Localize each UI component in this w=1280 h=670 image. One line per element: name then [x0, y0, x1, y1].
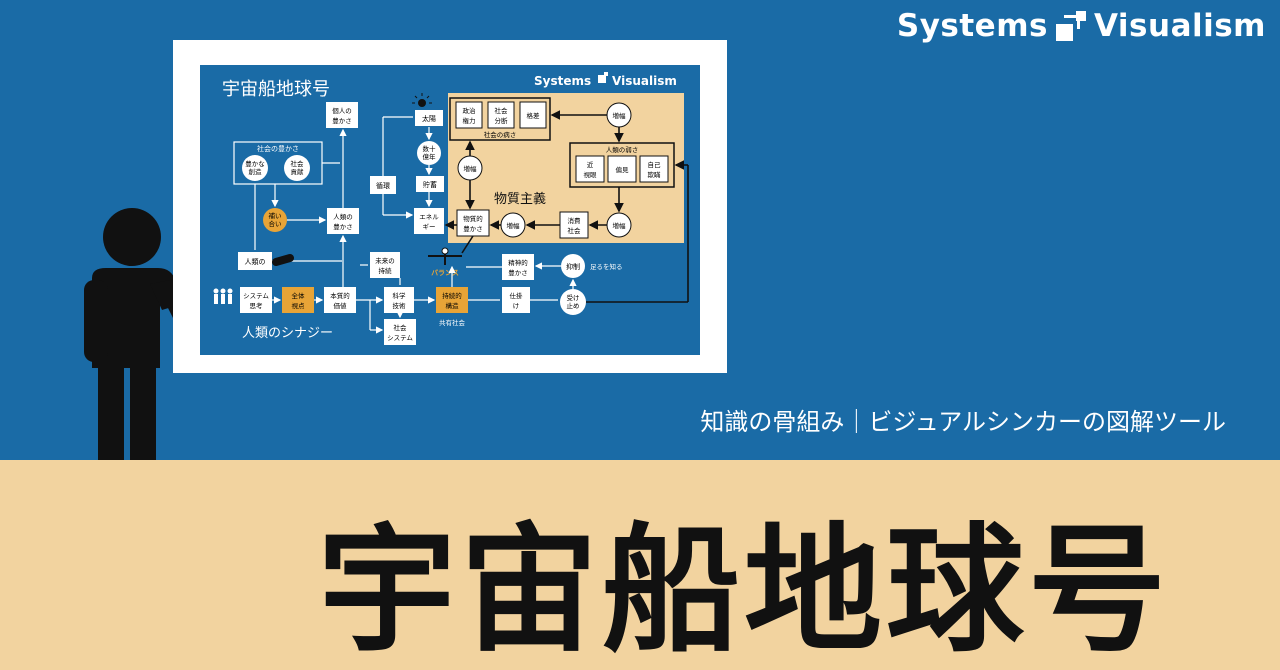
diagram-brand-right: Visualism [612, 74, 677, 88]
systems-visualism-icon [1055, 11, 1086, 41]
politics-1: 政治 [463, 106, 477, 115]
overall-view-1: 全体 [292, 291, 306, 300]
future-1: 未来の [375, 256, 395, 265]
material-richness-2: 豊かさ [463, 224, 483, 233]
social-contribution-2: 貢献 [291, 167, 305, 176]
energy-2: ギー [423, 223, 436, 231]
systems-thinking-2: 思考 [250, 302, 264, 310]
sustainable-2: 構造 [446, 301, 460, 310]
society-sickness-label: 社会の病さ [484, 130, 517, 139]
synergy-label: 人類のシナジー [242, 326, 333, 341]
shortsighted-1: 近 [587, 160, 594, 169]
humanity-label: 人類の [245, 257, 266, 266]
acceptance-1: 受け [567, 293, 580, 302]
mechanism-1: 仕掛 [510, 291, 524, 300]
title-band [0, 460, 1280, 670]
division-2: 分断 [495, 116, 509, 125]
whiteboard: 宇宙船地球号 Systems Visualism 社会の豊かさ 豊かな 創造 社… [173, 40, 727, 373]
humanity-richness-2: 豊かさ [333, 222, 353, 231]
society-richness-label: 社会の豊かさ [257, 144, 299, 153]
prejudice-label: 偏見 [616, 165, 630, 174]
rich-creation-1: 豊かな [245, 159, 265, 168]
mutual-2: 合い [269, 219, 282, 228]
social-system-2: システム [387, 334, 413, 342]
humanity-richness-1: 人類の [333, 212, 353, 221]
coexistence-label: 共有社会 [439, 318, 466, 327]
disparity-label: 格差 [527, 111, 541, 120]
social-system-1: 社会 [394, 323, 408, 332]
amplify-2: 増幅 [464, 164, 478, 173]
spiritual-1: 精神的 [508, 258, 528, 267]
brand-logo: Systems Visualism [897, 8, 1266, 44]
brand-right: Visualism [1093, 8, 1266, 44]
consumer-2: 社会 [568, 226, 582, 235]
essential-value-2: 価値 [334, 301, 348, 310]
materialism-label: 物質主義 [494, 191, 546, 207]
social-contribution-1: 社会 [291, 159, 305, 168]
self-deception-2: 欺瞞 [648, 170, 662, 179]
mutual-1: 補い [269, 211, 282, 220]
rich-creation-2: 創造 [249, 167, 263, 176]
main-title: 宇宙船地球号 [318, 510, 1171, 670]
spiritual-2: 豊かさ [508, 268, 528, 277]
circulation-label: 循環 [376, 181, 390, 190]
essential-value-1: 本質的 [330, 291, 350, 300]
storage-label: 貯蓄 [423, 180, 437, 189]
sustainable-1: 持続的 [442, 291, 462, 300]
amplify-1: 増幅 [613, 111, 627, 120]
mechanism-2: け [513, 302, 520, 310]
systems-diagram: 宇宙船地球号 Systems Visualism 社会の豊かさ 豊かな 創造 社… [200, 65, 700, 355]
pointer-icon [272, 254, 294, 266]
energy-1: エネル [419, 213, 439, 221]
humanity-weakness-label: 人類の弱さ [606, 145, 639, 154]
material-richness-1: 物質的 [463, 214, 483, 223]
years-2: 億年 [423, 152, 437, 161]
tagline: 知識の骨組み｜ビジュアルシンカーの図解ツール [700, 408, 1226, 436]
science-tech-1: 科学 [393, 291, 407, 300]
amplify-4: 増幅 [613, 221, 627, 230]
self-deception-1: 自己 [648, 160, 662, 169]
individual-richness-2: 豊かさ [332, 116, 352, 125]
balance-label: バランス [431, 269, 459, 277]
brand-left: Systems [896, 8, 1048, 44]
suppression-label: 抑制 [566, 262, 580, 271]
sun-label: 太陽 [422, 114, 436, 123]
individual-richness-1: 個人の [332, 106, 352, 115]
shortsighted-2: 視眼 [584, 170, 598, 179]
consumer-1: 消費 [568, 216, 582, 225]
division-1: 社会 [495, 106, 509, 115]
people-icon [213, 288, 233, 304]
science-tech-2: 技術 [393, 301, 407, 310]
years-1: 数十 [423, 144, 437, 153]
systems-thinking-1: システム [243, 292, 269, 300]
diagram-brand-left: Systems [534, 74, 591, 88]
acceptance-2: 止め [567, 301, 580, 310]
diagram-title: 宇宙船地球号 [222, 79, 330, 100]
overall-view-2: 視点 [292, 301, 306, 310]
politics-2: 権力 [463, 116, 476, 125]
know-enough-label: 足るを知る [590, 262, 623, 271]
future-2: 持続 [379, 266, 393, 275]
amplify-3: 増幅 [507, 221, 521, 230]
